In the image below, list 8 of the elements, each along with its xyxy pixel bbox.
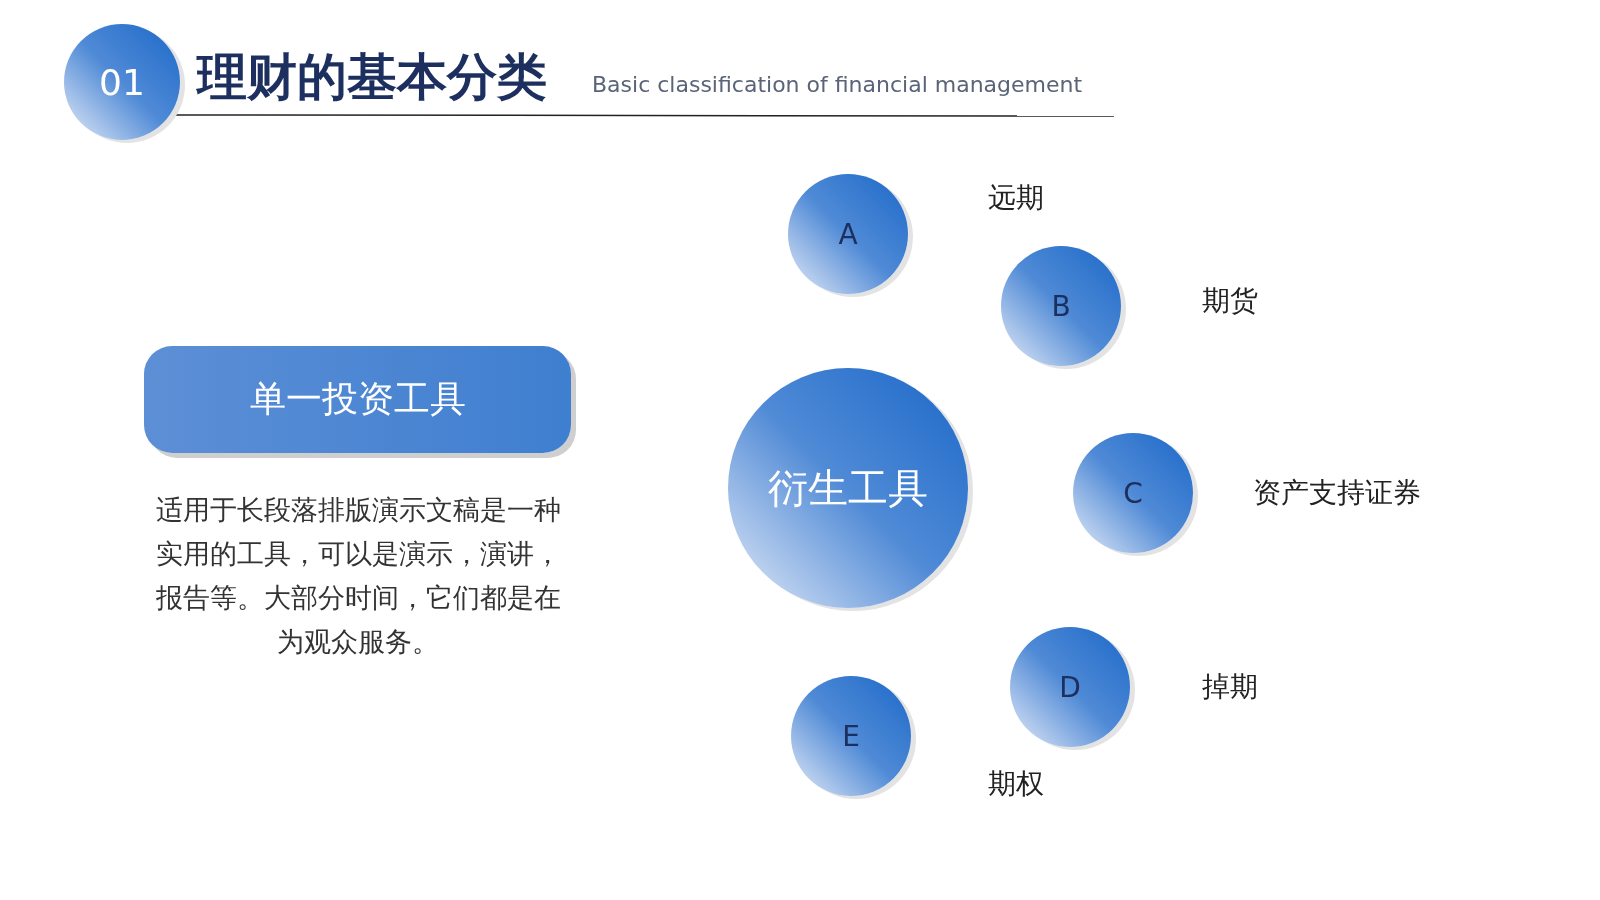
paragraph: 适用于长段落排版演示文稿是一种实用的工具，可以是演示，演讲，报告等。大部分时间，它们都是在为观众服务。 <box>154 493 562 659</box>
item-label: 掉期 <box>1202 669 1258 705</box>
item-label: 期权 <box>988 766 1044 802</box>
item-label: 资产支持证券 <box>1253 475 1421 511</box>
title: 理财的基本分类 <box>197 47 547 108</box>
item-label: 期货 <box>1202 283 1258 319</box>
subtitle: Basic classification of financial management <box>592 72 1083 97</box>
item-label: 远期 <box>988 180 1044 216</box>
